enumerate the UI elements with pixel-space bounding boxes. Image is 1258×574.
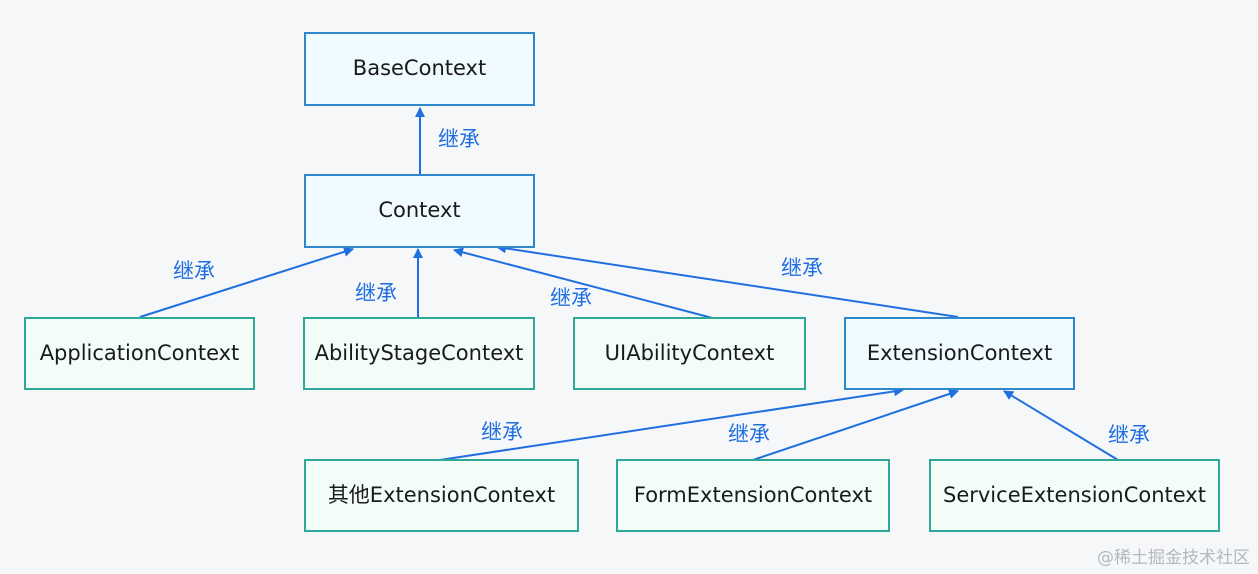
node-base-context-label: BaseContext [353, 56, 486, 80]
edge-extension-to-context [496, 243, 959, 318]
edge-label-context-to-base: 继承 [438, 127, 480, 151]
edge-label-other-extension-to-extension: 继承 [481, 420, 523, 444]
node-extension-context: ExtensionContext [844, 317, 1075, 390]
edge-form-extension-to-extension [752, 389, 959, 461]
edge-label-ui-ability-to-context: 继承 [550, 286, 592, 310]
node-application-context-label: ApplicationContext [40, 341, 240, 365]
node-other-extension-context-label: 其他ExtensionContext [328, 483, 555, 507]
edge-label-service-extension-to-extension: 继承 [1108, 423, 1150, 447]
node-other-extension-context: 其他ExtensionContext [304, 459, 579, 532]
edge-label-form-extension-to-extension: 继承 [728, 422, 770, 446]
node-ui-ability-context-label: UIAbilityContext [605, 341, 775, 365]
node-context-label: Context [378, 198, 460, 222]
edge-other-extension-to-extension [439, 386, 904, 461]
node-form-extension-context-label: FormExtensionContext [634, 483, 872, 507]
node-ability-stage-context-label: AbilityStageContext [315, 341, 524, 365]
watermark-text: @稀土掘金技术社区 [1097, 548, 1250, 568]
edge-ui-ability-to-context [453, 247, 721, 321]
node-service-extension-context: ServiceExtensionContext [929, 459, 1220, 532]
node-service-extension-context-label: ServiceExtensionContext [943, 483, 1206, 507]
edge-service-extension-to-extension [1003, 390, 1119, 461]
node-ui-ability-context: UIAbilityContext [573, 317, 806, 390]
node-application-context: ApplicationContext [24, 317, 255, 390]
node-ability-stage-context: AbilityStageContext [303, 317, 535, 390]
edge-label-ability-stage-to-context: 继承 [355, 281, 397, 305]
edge-application-to-context [139, 246, 354, 318]
edge-label-application-to-context: 继承 [173, 259, 215, 283]
node-context: Context [304, 174, 535, 248]
node-extension-context-label: ExtensionContext [867, 341, 1052, 365]
node-form-extension-context: FormExtensionContext [616, 459, 890, 532]
edge-label-extension-to-context: 继承 [781, 256, 823, 280]
node-base-context: BaseContext [304, 32, 535, 106]
